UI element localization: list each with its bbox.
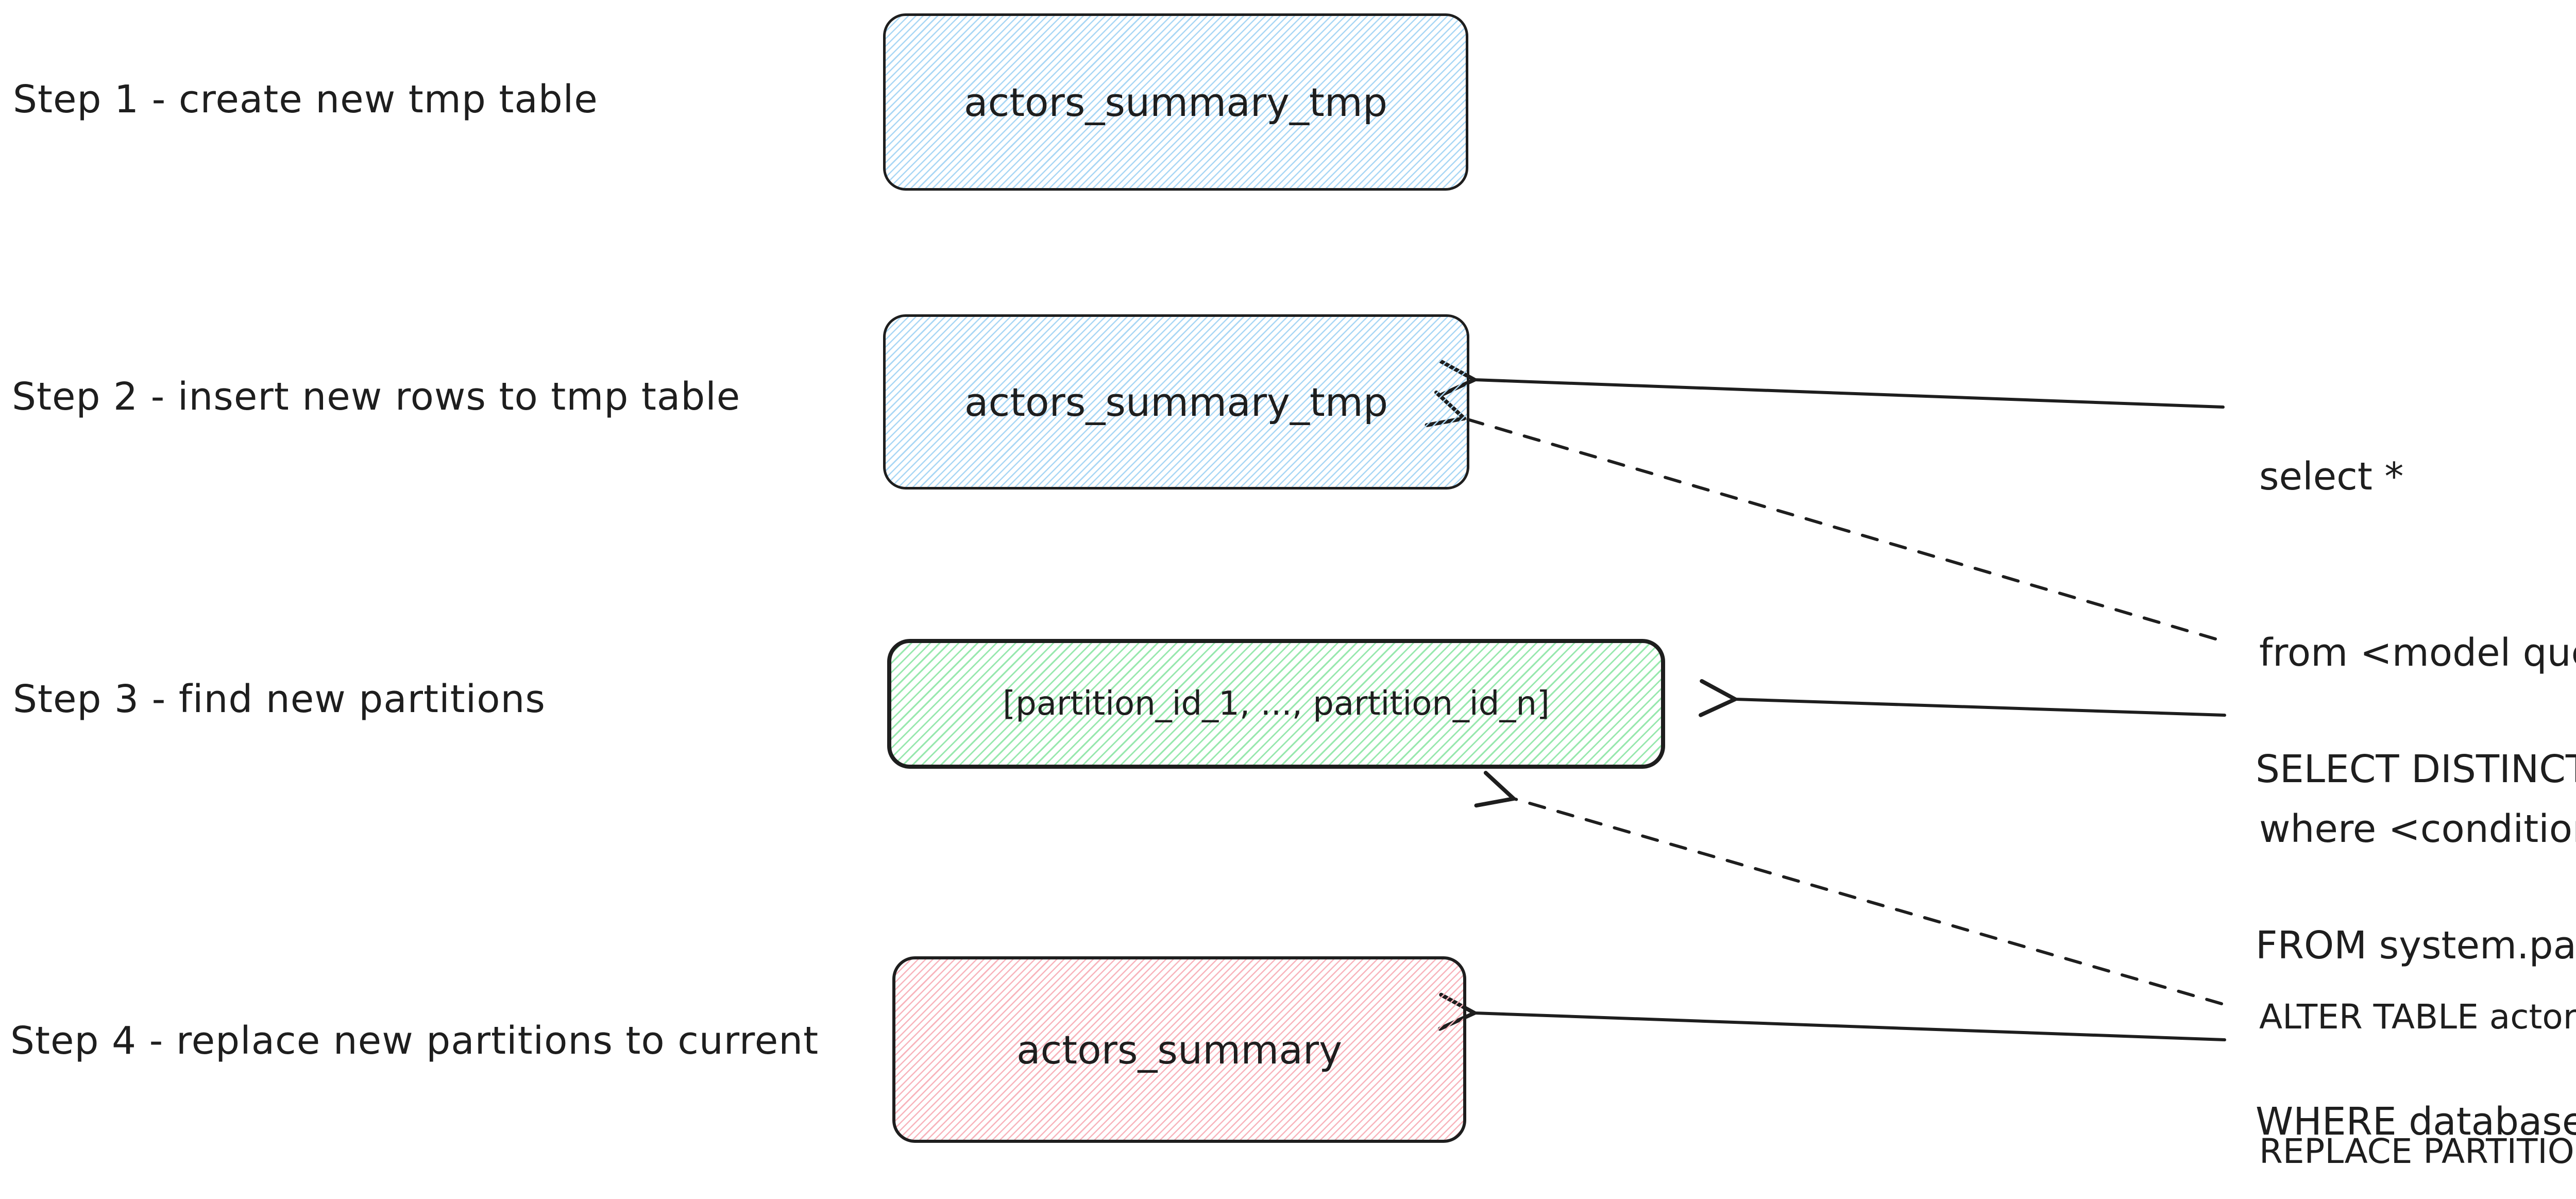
sql-line: FROM system.parts <box>2256 923 2576 968</box>
step2-label: Step 2 - insert new rows to tmp table <box>12 375 741 419</box>
step4-label: Step 4 - replace new partitions to curre… <box>10 1019 819 1063</box>
step1-node: actors_summary_tmp <box>883 13 1468 191</box>
step1-node-label: actors_summary_tmp <box>963 79 1388 125</box>
arrow-step3-sql-to-node <box>1699 679 2226 717</box>
step3-node: [partition_id_1, ..., partition_id_n] <box>887 639 1665 769</box>
step3-node-label: [partition_id_1, ..., partition_id_n] <box>1003 685 1550 723</box>
step4-node-label: actors_summary <box>1016 1026 1343 1073</box>
arrow-step4-sql-to-node <box>1437 992 2226 1041</box>
sql-line: REPLACE PARTITION partition_id_1 <box>2259 1132 2576 1171</box>
step2-node-label: actors_summary_tmp <box>964 379 1388 425</box>
step2-node: actors_summary_tmp <box>883 314 1469 489</box>
step4-node: actors_summary <box>892 956 1466 1143</box>
sql-line: where <condition to identify new> <box>2259 807 2576 851</box>
sql-line: select * <box>2259 454 2404 499</box>
sql-line: SELECT DISTINCT partition_id <box>2256 747 2576 791</box>
step3-label: Step 3 - find new partitions <box>13 677 546 721</box>
step3-sql-annotation: SELECT DISTINCT partition_id FROM system… <box>2256 622 2576 1199</box>
step4-sql-annotation: ALTER TABLE actors_summary REPLACE PARTI… <box>2259 905 2576 1199</box>
sql-line: ALTER TABLE actors_summary <box>2259 997 2576 1037</box>
arrow-step2-sql-to-node <box>1437 359 2225 409</box>
sql-line: from <model query> <box>2259 631 2576 675</box>
dashed-arrow-step4-sql-to-step3-node <box>1474 771 2223 1005</box>
step2-sql-annotation: select * from <model query> where <condi… <box>2259 330 2576 976</box>
dashed-arrow-step3-sql-to-step2-node <box>1425 390 2217 640</box>
step1-label: Step 1 - create new tmp table <box>13 77 598 122</box>
sql-line: WHERE database = <database> <box>2256 1100 2576 1144</box>
